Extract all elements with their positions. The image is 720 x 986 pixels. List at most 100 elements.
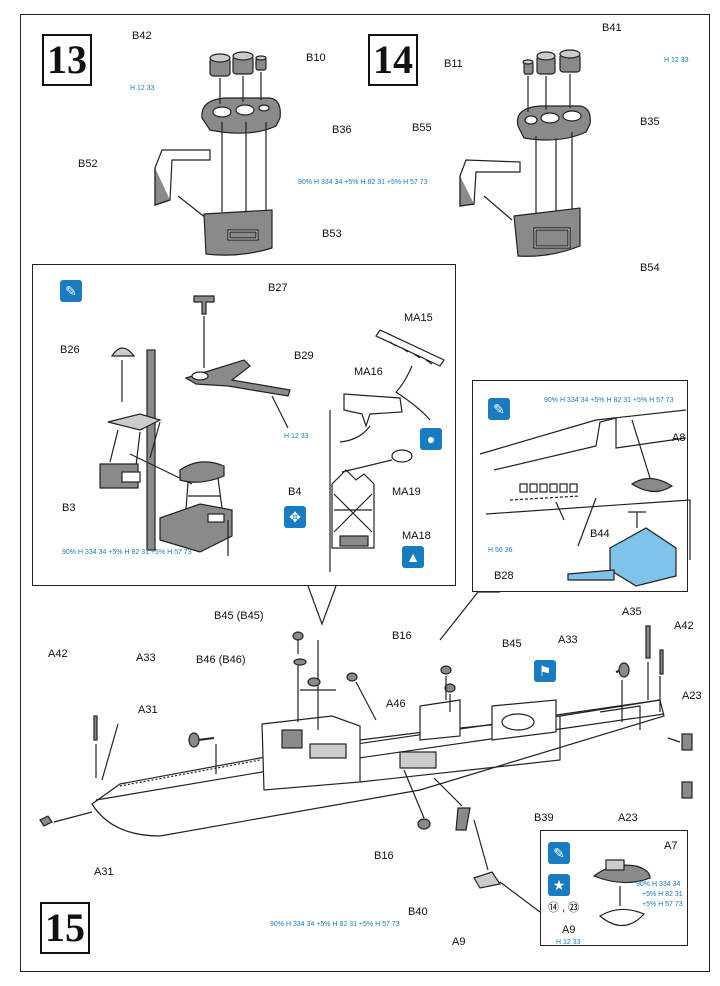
a35-part — [645, 625, 651, 659]
b11-part — [522, 59, 534, 75]
star-icon: ★ — [548, 874, 570, 896]
paint-drop-icon: ● — [420, 428, 442, 450]
b46-step15-part — [293, 658, 307, 666]
step14-parts — [459, 49, 591, 257]
step14-paint-small: H 12 33 — [664, 57, 689, 64]
deck-paint-mix: 90% H 334 34 +5% H 82 31 +5% H 57 73 — [544, 397, 674, 404]
a33-right-label: A33 — [558, 634, 578, 646]
b27-label: B27 — [268, 282, 288, 294]
b10-label: B10 — [306, 52, 326, 64]
a8-label: A8 — [672, 432, 686, 444]
a9-boat-hull-part — [598, 908, 646, 927]
a9-label: A9 — [562, 924, 576, 936]
page-frame — [20, 14, 710, 972]
b36-label: B36 — [332, 124, 352, 136]
a31-part — [39, 815, 53, 827]
a23-lower-part — [681, 781, 693, 799]
mast-callout-panel — [32, 264, 456, 586]
b52-label: B52 — [78, 158, 98, 170]
b16-upper-label: B16 — [392, 630, 412, 642]
mast-paint-small: H 12 33 — [284, 433, 309, 440]
boat-paint-small: H 12 33 — [556, 939, 581, 946]
b41-label: B41 — [602, 22, 622, 34]
boat-paint-mix-2: +5% H 82 31 — [642, 891, 683, 898]
a42-right-part — [659, 649, 664, 675]
ma19-ring-part — [391, 449, 413, 463]
a9-stand-part — [473, 871, 501, 889]
b16-lower-part — [417, 818, 431, 830]
a35-label: A35 — [622, 606, 642, 618]
b53-label: B53 — [322, 228, 342, 240]
boat-paint-mix-3: +5% H 57 73 — [642, 901, 683, 908]
ma18-label: MA18 — [402, 530, 431, 542]
ma16-label: MA16 — [354, 366, 383, 378]
b16-upper-part — [346, 672, 358, 682]
step13-paint-mix: 90% H 334 34 +5% H 82 31 +5% H 57 73 — [298, 179, 428, 186]
ma18-frame-part — [331, 469, 375, 549]
b44-label: B44 — [590, 528, 610, 540]
b29-label: B29 — [294, 350, 314, 362]
a31-lower-label: A31 — [94, 866, 114, 878]
step-15-number: 15 — [40, 902, 90, 954]
b3-label: B3 — [62, 502, 76, 514]
b4-label: B4 — [288, 486, 302, 498]
b3-tripod-part — [99, 413, 193, 489]
b26-dome-part — [110, 347, 136, 357]
mast-paint-mix: 90% H 334 34 +5% H 82 31 +5% H 57 73 — [62, 549, 192, 556]
b45-right-part — [440, 665, 452, 675]
step-14-number: 14 — [368, 34, 418, 86]
boat-brush-icon: ✎ — [548, 842, 570, 864]
deck-paint-blue: H 56 36 — [488, 547, 513, 554]
ma19-label: MA19 — [392, 486, 421, 498]
b54-label: B54 — [640, 262, 660, 274]
b29-platform-part — [184, 359, 291, 397]
b11-label: B11 — [444, 58, 463, 70]
a42-left-part — [93, 715, 98, 741]
step-13-number: 13 — [42, 34, 92, 86]
brush-icon: ✎ — [60, 280, 82, 302]
deck-hull-section — [479, 409, 691, 560]
b45-right-label: B45 — [502, 638, 522, 650]
b55-label: B55 — [412, 122, 432, 134]
a42-left-label: A42 — [48, 648, 68, 660]
cross-arrows-icon: ✥ — [284, 506, 306, 528]
b10-part — [255, 55, 267, 71]
b44-part — [628, 511, 646, 528]
a7-label: A7 — [664, 840, 678, 852]
a23-upper-part — [681, 733, 693, 751]
a23-upper-label: A23 — [682, 690, 702, 702]
a33-left-part — [197, 737, 215, 741]
mast-pole-part — [146, 349, 156, 551]
b45-paren-label: B45 (B45) — [214, 610, 264, 622]
a31-upper-label: A31 — [138, 704, 158, 716]
a8-boat-part — [630, 477, 674, 493]
b42-label: B42 — [132, 30, 152, 42]
step13-paint-small: H 12 33 — [130, 85, 155, 92]
b40-label: B40 — [408, 906, 428, 918]
a9-bottom-label: A9 — [452, 936, 466, 948]
b46-paren-label: B46 (B46) — [196, 654, 246, 666]
deck-brush-icon: ✎ — [488, 398, 510, 420]
step15-paint-mix: 90% H 334 34 +5% H 82 31 +5% H 57 73 — [270, 921, 400, 928]
step13-parts — [154, 51, 281, 256]
b42-cylinder-part — [209, 51, 254, 77]
b4-tower-part — [159, 461, 233, 556]
a23-lower-label: A23 — [618, 812, 638, 824]
up-arrow-icon: ▲ — [402, 546, 424, 568]
a42-right-label: A42 — [674, 620, 694, 632]
boat-paint-mix-1: 90% H 334 34 — [636, 881, 681, 888]
b45-step15-part — [292, 631, 304, 641]
a33-left-label: A33 — [136, 652, 156, 664]
ma16-part — [343, 393, 403, 428]
b26-label: B26 — [60, 344, 80, 356]
b35-label: B35 — [640, 116, 660, 128]
flag-decal-icon: ⚑ — [534, 660, 556, 682]
b39-label: B39 — [534, 812, 554, 824]
ma15-part — [375, 329, 445, 367]
b16-lower-label: B16 — [374, 850, 394, 862]
